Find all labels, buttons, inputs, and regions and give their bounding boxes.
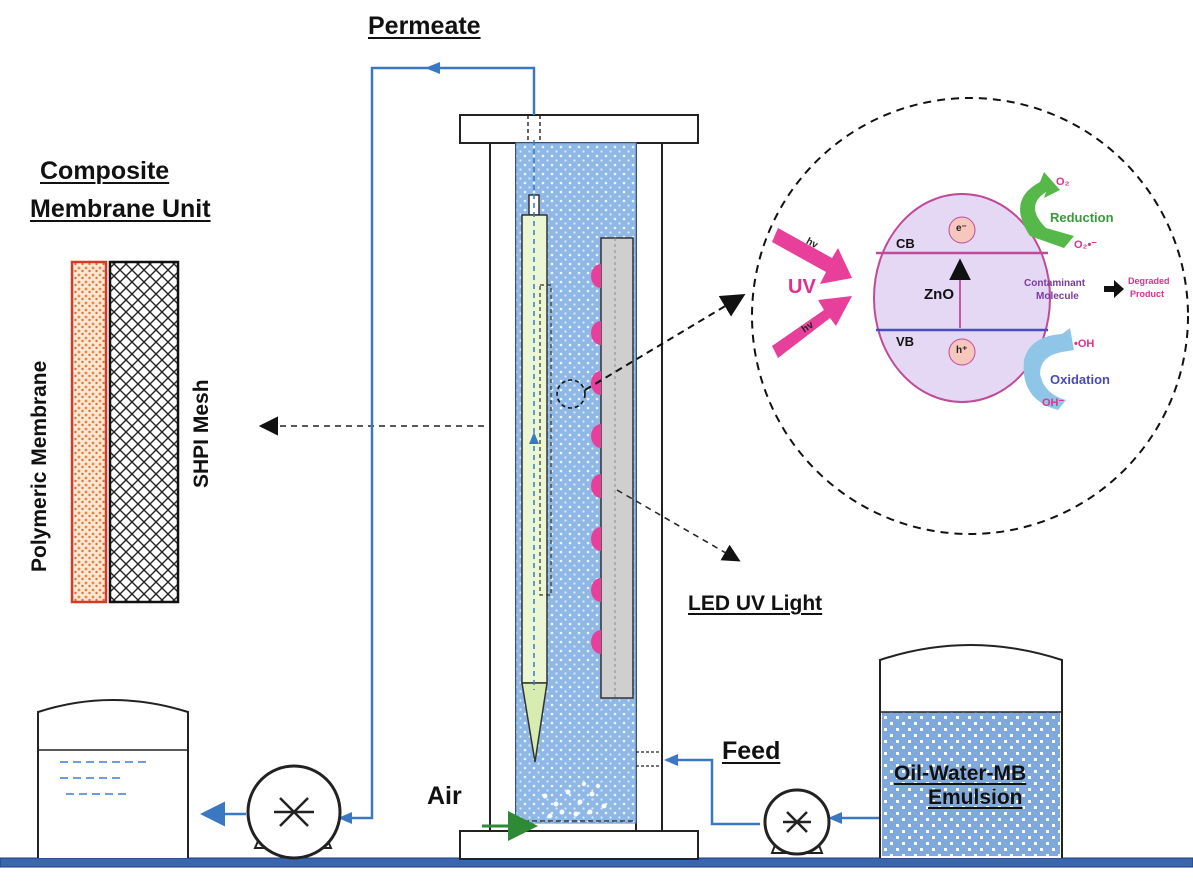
polymeric-membrane-strip	[70, 260, 108, 604]
composite-title-line2: Membrane Unit	[30, 195, 211, 223]
photocatalysis-inset	[751, 97, 1189, 535]
led-panel	[600, 237, 634, 699]
reactor-top-cap	[459, 114, 699, 144]
o2-label: O₂	[1056, 176, 1070, 188]
permeate-tank	[37, 699, 189, 858]
superoxide-label: O₂•⁻	[1074, 239, 1098, 251]
shpi-mesh-strip	[108, 260, 180, 604]
feed-label: Feed	[722, 737, 781, 765]
oxidation-label: Oxidation	[1050, 372, 1110, 387]
composite-title-line1: Composite	[40, 157, 170, 185]
cb-label: CB	[896, 236, 915, 251]
vb-label: VB	[896, 334, 915, 349]
reactor-right-wall	[635, 142, 663, 832]
permeate-pipe	[342, 66, 536, 820]
feed-pump	[763, 788, 831, 856]
zno-label: ZnO	[924, 286, 954, 303]
contaminant-label-line1: Contaminant	[1024, 278, 1086, 289]
oh-ion-label: OH⁻	[1042, 397, 1065, 409]
air-label: Air	[427, 782, 462, 810]
air-bubbles	[542, 781, 607, 819]
zoom-pointer-arrow	[584, 293, 746, 391]
shpi-mesh-label: SHPI Mesh	[190, 379, 213, 488]
electron-label: e⁻	[956, 223, 967, 234]
reactor-base	[459, 830, 699, 860]
led-pointer-arrow	[616, 489, 741, 562]
hole-label: h⁺	[956, 345, 968, 356]
degraded-label-line2: Product	[1130, 289, 1165, 299]
reactor-left-wall	[489, 142, 517, 832]
reduction-label: Reduction	[1050, 210, 1114, 225]
uv-label: UV	[788, 276, 816, 298]
polymeric-membrane-label: Polymeric Membrane	[28, 360, 51, 572]
feed-pipe	[672, 758, 760, 826]
permeate-label: Permeate	[368, 12, 481, 40]
degraded-label-line1: Degraded	[1128, 276, 1170, 286]
led-uv-light-label: LED UV Light	[688, 592, 823, 615]
emulsion-label-line2: Emulsion	[928, 786, 1023, 809]
uv-led-bulbs	[591, 264, 601, 654]
permeate-pump	[246, 764, 342, 860]
zoom-focus-circle	[556, 379, 586, 409]
oh-radical-label: •OH	[1074, 338, 1095, 350]
emulsion-label-line1: Oil-Water-MB	[894, 762, 1027, 785]
feed-tank	[879, 644, 1063, 858]
contaminant-label-line2: Molecule	[1036, 291, 1079, 302]
